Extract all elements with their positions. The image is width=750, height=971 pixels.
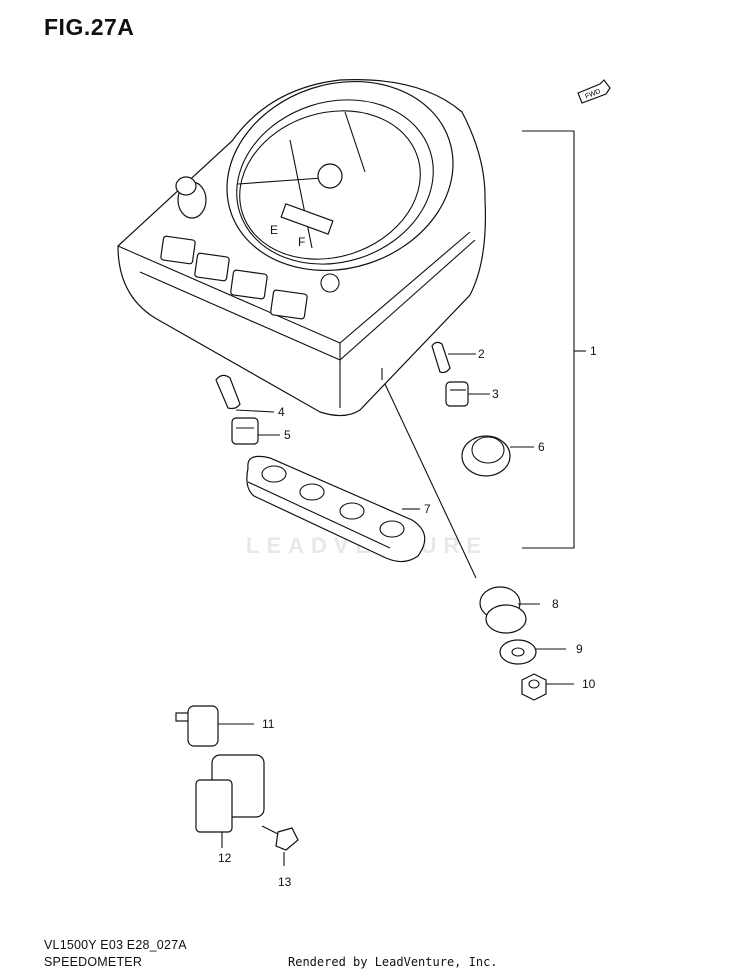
- callout-9: 9: [576, 642, 583, 656]
- socket-part-5: [231, 417, 280, 445]
- callout-8: 8: [552, 597, 559, 611]
- cushion-part-7: [246, 455, 426, 563]
- grommet-part-6: [461, 435, 534, 477]
- figure-title: FIG.27A: [44, 14, 135, 40]
- callout-3: 3: [492, 387, 499, 401]
- callout-1: 1: [590, 344, 597, 358]
- bolt-part-13: [261, 825, 299, 866]
- assembly-bracket: [522, 130, 575, 549]
- callout-11: 11: [262, 717, 275, 731]
- nut-part-10: [521, 673, 574, 701]
- callout-6: 6: [538, 440, 545, 454]
- bulb-part-2: [431, 341, 476, 374]
- callout-2: 2: [478, 347, 485, 361]
- connector-part-12: [195, 754, 265, 848]
- callout-13: 13: [278, 875, 292, 889]
- rendered-by-credit: Rendered by LeadVenture, Inc.: [288, 955, 498, 969]
- callout-10: 10: [582, 677, 596, 691]
- cushion-part-8: [479, 586, 540, 634]
- callout-12: 12: [218, 851, 232, 865]
- socket-part-3: [445, 381, 490, 407]
- bolt-part-11: [175, 705, 254, 747]
- callout-7: 7: [424, 502, 431, 516]
- diagram-caption: SPEEDOMETER: [44, 955, 143, 969]
- washer-part-9: [499, 639, 566, 665]
- speedometer-housing: E F: [117, 79, 486, 579]
- gauge-full-label: F: [298, 235, 305, 249]
- gauge-empty-label: E: [270, 223, 278, 237]
- bulb-part-4: [215, 374, 275, 413]
- callout-4: 4: [278, 405, 285, 419]
- diagram-code: VL1500Y E03 E28_027A: [44, 938, 187, 952]
- callout-5: 5: [284, 428, 291, 442]
- fwd-arrow-icon: FWD: [577, 79, 611, 104]
